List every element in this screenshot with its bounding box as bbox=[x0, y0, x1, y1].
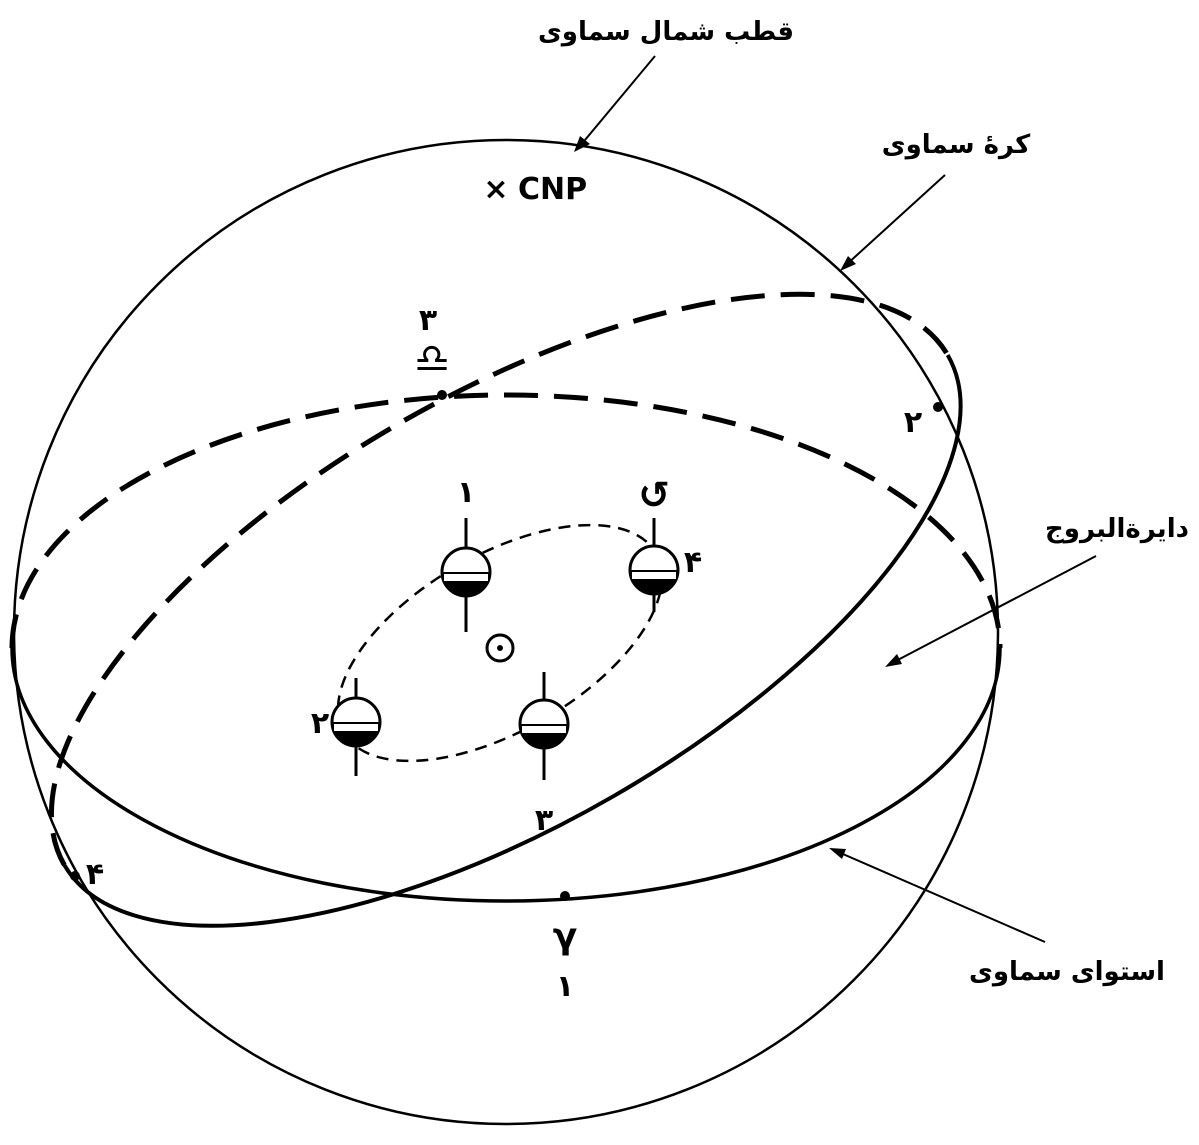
ecliptic-arrow bbox=[885, 556, 1096, 667]
earth-position-2: ۲ bbox=[311, 678, 380, 776]
cnp-marker-icon: × bbox=[483, 172, 508, 207]
celestial-sphere-label: کرهٔ سماوی bbox=[882, 130, 1031, 160]
earth-position-4-number: ۴ bbox=[684, 545, 702, 580]
celestial-equator-label: استوای سماوی bbox=[969, 957, 1165, 987]
earth-position-2-number: ۲ bbox=[311, 706, 329, 741]
celestial-equator-arrow bbox=[829, 848, 1045, 942]
point-2-label: ۲ bbox=[904, 405, 922, 440]
autumnal-equinox-point bbox=[437, 390, 447, 400]
earth-position-1: ۱ bbox=[442, 475, 490, 632]
ecliptic-back-arc bbox=[0, 169, 948, 865]
celestial-equator-front-arc bbox=[12, 648, 1000, 901]
vernal-equinox-number: ۱ bbox=[556, 969, 574, 1004]
celestial-north-pole-arrow bbox=[574, 56, 655, 152]
ecliptic-point-4 bbox=[70, 871, 80, 881]
rotation-arrow-icon: ↺ bbox=[638, 473, 670, 517]
earth-position-3-number: ۳ bbox=[535, 803, 553, 838]
ecliptic-point-2 bbox=[933, 402, 943, 412]
vernal-equinox-symbol: γ bbox=[553, 916, 578, 957]
point-4-label: ۴ bbox=[86, 857, 104, 892]
cnp-label: CNP bbox=[518, 172, 587, 207]
libra-number-label: ۳ bbox=[419, 303, 437, 338]
earth-position-1-number: ۱ bbox=[457, 475, 475, 510]
celestial-north-pole-label: قطب شمال سماوی bbox=[538, 17, 794, 47]
earth-orbit bbox=[300, 477, 700, 809]
celestial-sphere-outline bbox=[14, 140, 998, 1124]
earth-position-3: ۳ bbox=[520, 672, 568, 838]
earth-position-4: ۴ bbox=[630, 518, 702, 612]
libra-symbol-icon: ♎ bbox=[414, 336, 450, 382]
celestial-sphere-arrow bbox=[840, 175, 945, 271]
vernal-equinox-point bbox=[560, 891, 570, 901]
ecliptic-label: دایرة‌البروج bbox=[1045, 514, 1189, 544]
sun-icon bbox=[487, 635, 513, 661]
